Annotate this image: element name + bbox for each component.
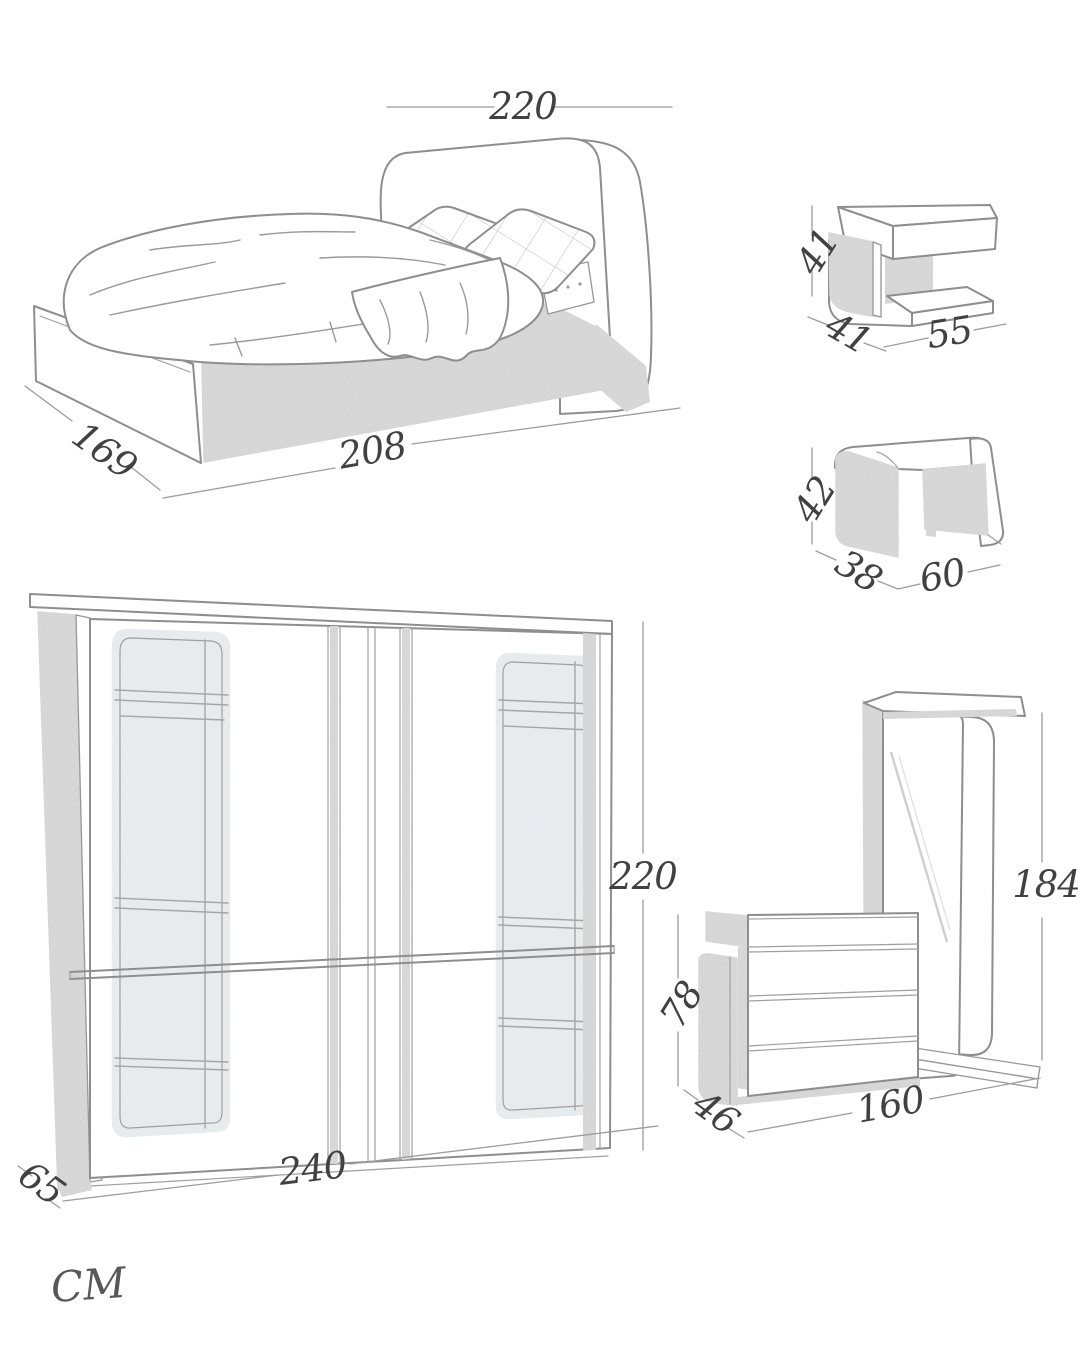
wardrobe-sketch: 220 240 65 bbox=[11, 593, 678, 1214]
wardrobe-dim-height: 220 bbox=[608, 621, 678, 1151]
wardrobe-door-seams bbox=[327, 625, 601, 1166]
bed-foot-drape bbox=[351, 257, 510, 362]
nightstand-drawer bbox=[892, 217, 998, 260]
wardrobe-left-glass bbox=[111, 628, 231, 1138]
stool-sketch: 42 38 60 bbox=[784, 436, 1005, 602]
wardrobe-right-glass bbox=[495, 652, 597, 1120]
bed-drape-folds bbox=[379, 282, 469, 345]
wardrobe-dim-width: 240 bbox=[62, 1125, 659, 1202]
bed-sketch: 220 169 208 bbox=[24, 85, 681, 499]
mirror-height-label: 184 bbox=[1012, 863, 1080, 906]
nightstand-sketch: 41 41 55 bbox=[787, 204, 1007, 363]
wardrobe-left-glass-shelves bbox=[114, 639, 229, 1129]
stool-right-inner-leg bbox=[922, 463, 989, 536]
dresser bbox=[698, 911, 920, 1106]
bed-corner-drape bbox=[596, 324, 650, 412]
nightstand-width-label: 55 bbox=[924, 308, 975, 358]
dresser-bottom-band bbox=[737, 1078, 920, 1105]
bed-width-label: 220 bbox=[488, 85, 557, 128]
stool-dim-width: 60 bbox=[897, 550, 1001, 601]
dresser-drawer-seams bbox=[747, 916, 919, 1052]
stool-left-leg bbox=[835, 451, 899, 558]
stool-width-label: 60 bbox=[916, 550, 969, 601]
mirror-reflection bbox=[889, 751, 951, 943]
mirror-dim-height: 184 bbox=[1012, 712, 1080, 1061]
bed-dim-width: 220 bbox=[386, 85, 673, 128]
wardrobe-width-label: 240 bbox=[275, 1143, 349, 1194]
dresser-mirror-sketch: 78 46 160 184 bbox=[651, 691, 1080, 1143]
signature: CM bbox=[49, 1258, 128, 1312]
dresser-side-fin bbox=[698, 953, 738, 1106]
dresser-drawers bbox=[747, 912, 919, 1097]
wardrobe-height-label: 220 bbox=[608, 855, 677, 898]
wardrobe-rail bbox=[69, 945, 615, 980]
nightstand-dim-width: 55 bbox=[883, 308, 1007, 358]
nightstand-back-panel bbox=[885, 252, 933, 304]
wardrobe-right-glass-shelves bbox=[498, 661, 595, 1111]
